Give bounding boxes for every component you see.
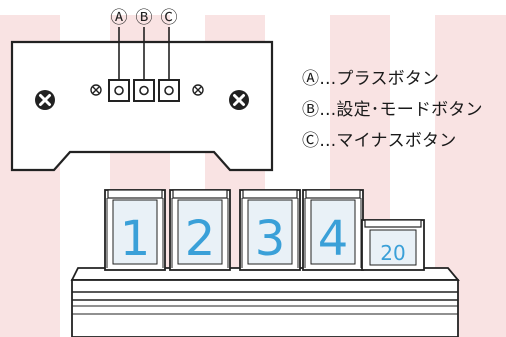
tube-digit: 3	[255, 211, 286, 267]
nixie-tube: 1	[104, 189, 166, 271]
screw-cross-icon	[35, 90, 55, 110]
small-nixie-tube: 20	[361, 219, 425, 271]
back-panel: Ⓐ Ⓑ Ⓒ	[10, 8, 274, 172]
plus-button[interactable]	[108, 79, 130, 102]
nixie-tube: 2	[169, 189, 231, 271]
tube-digit: 2	[185, 211, 216, 267]
small-tube-digits: 20	[380, 241, 405, 265]
nixie-tube: 3	[239, 189, 301, 271]
legend-plus: Ⓐ…プラスボタン	[302, 69, 440, 89]
tube-digit: 1	[120, 211, 151, 267]
minus-button[interactable]	[158, 79, 180, 102]
legend-mode: Ⓑ…設定･モードボタン	[302, 100, 483, 120]
screw-cross-icon	[229, 90, 249, 110]
nixie-tube: 4	[302, 189, 364, 271]
screw-x-icon	[192, 84, 204, 96]
tube-digit: 4	[318, 211, 349, 267]
screw-x-icon	[90, 84, 102, 96]
mode-button-label: Ⓑ	[136, 8, 153, 28]
minus-button-label: Ⓒ	[161, 8, 178, 28]
clock-base	[70, 267, 460, 337]
legend-minus: Ⓒ…マイナスボタン	[302, 131, 457, 151]
mode-button[interactable]	[133, 79, 155, 102]
plus-button-label: Ⓐ	[111, 8, 128, 28]
